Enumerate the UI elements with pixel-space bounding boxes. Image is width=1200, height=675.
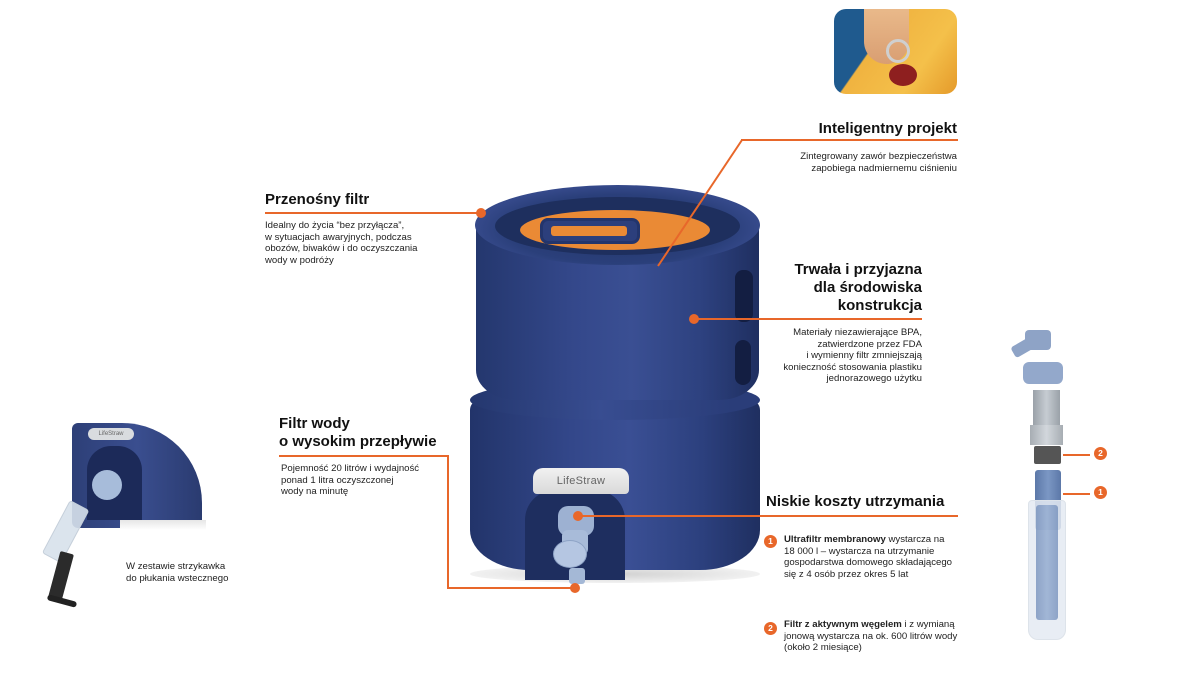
desc-line: w sytuacjach awaryjnych, podczas — [265, 231, 412, 243]
title-line: Trwała i przyjazna — [794, 261, 922, 278]
cartridge-marker-1: 1 — [1094, 486, 1107, 499]
syringe-caption: W zestawie strzykawka do płukania wstecz… — [126, 561, 228, 584]
cartridge-marker-2: 2 — [1094, 447, 1107, 460]
desc-line: jonową wystarcza na ok. 600 litrów wody — [784, 630, 958, 642]
cartridge-leader-1 — [1063, 493, 1090, 495]
mini-brand-label: LifeStraw — [88, 428, 134, 440]
cartridge-leader-2 — [1063, 454, 1090, 456]
caption-line: W zestawie strzykawka — [126, 561, 226, 572]
side-handle-opening — [735, 340, 751, 385]
leader-line-flow-bottom — [447, 587, 575, 589]
marker-badge-1: 1 — [764, 535, 777, 548]
desc-line: wody na minutę — [281, 486, 349, 498]
title-line: Filtr wody — [279, 415, 350, 432]
tap-nozzle — [569, 568, 585, 584]
desc-line: 18 000 l – wystarcza na utrzymanie — [784, 545, 935, 557]
feature-title-durable: Trwała i przyjazna dla środowiska konstr… — [794, 261, 922, 315]
brand-label: LifeStraw — [533, 468, 629, 494]
desc-line: i wymienny filtr zmniejszają — [806, 350, 922, 362]
desc-line: Pojemność 20 litrów i wydajność — [281, 463, 420, 474]
carbon-filter — [1034, 446, 1061, 464]
title-line: konstrukcja — [837, 297, 922, 314]
membrane-core — [1036, 505, 1058, 620]
leader-dot-durable — [689, 314, 699, 324]
cartridge-collar — [1030, 425, 1063, 445]
desc-line: zapobiega nadmiernemu ciśnieniu — [811, 162, 957, 174]
carry-handle-grip — [551, 226, 627, 236]
leader-dot-cost — [573, 511, 583, 521]
desc-line: ponad 1 litra oczyszczonej — [281, 474, 394, 486]
tap-connector — [92, 470, 122, 500]
marker-badge-2: 2 — [764, 622, 777, 635]
side-handle-opening — [735, 270, 753, 322]
cartridge-thread — [1033, 390, 1060, 425]
cost-item-bold: Filtr z aktywnym węgelem — [784, 619, 902, 630]
leader-line-cost — [580, 515, 958, 517]
leader-dot-portable — [476, 208, 486, 218]
cost-item-text: wystarcza na — [885, 534, 945, 545]
feature-title-smart: Inteligentny projekt — [818, 120, 957, 137]
feature-title-flow: Filtr wody o wysokim przepływie — [279, 415, 437, 451]
cost-item-bold: Ultrafiltr membranowy — [784, 534, 886, 545]
cartridge-nut — [1023, 362, 1063, 384]
desc-line: się z 4 osób przez okres 5 lat — [784, 568, 909, 580]
feature-desc-flow: Pojemność 20 litrów i wydajność ponad 1 … — [281, 463, 419, 498]
leader-line-smart-diagonal — [657, 139, 743, 267]
leader-line-durable — [695, 318, 922, 320]
desc-line: obozów, biwaków i do oczyszczania — [265, 243, 418, 255]
desc-line: Idealny do życia “bez przyłącza”, — [265, 220, 405, 231]
cost-item-text: i z wymianą — [901, 619, 955, 630]
feature-desc-portable: Idealny do życia “bez przyłącza”, w sytu… — [265, 220, 418, 266]
leader-line-smart — [741, 139, 958, 141]
title-line: o wysokim przepływie — [279, 433, 437, 450]
leader-dot-flow — [570, 583, 580, 593]
desc-line: (około 2 miesiące) — [784, 642, 862, 654]
desc-line: konieczność stosowania plastiku — [783, 361, 922, 373]
feature-desc-smart: Zintegrowany zawór bezpieczeństwa zapobi… — [800, 151, 957, 174]
cartridge-top-connector — [1025, 330, 1051, 350]
feature-desc-durable: Materiały niezawierające BPA, zatwierdzo… — [783, 327, 922, 385]
feature-title-portable: Przenośny filtr — [265, 191, 370, 208]
leader-line-flow-vertical — [447, 455, 449, 588]
leader-line-flow — [279, 455, 449, 457]
caption-line: do płukania wstecznego — [126, 572, 229, 584]
desc-line: wody w podróży — [265, 254, 334, 266]
leader-line-portable — [265, 212, 480, 214]
desc-line: zatwierdzone przez FDA — [817, 338, 922, 350]
desc-line: jednorazowego użytku — [826, 373, 922, 385]
desc-line: Materiały niezawierające BPA, — [793, 327, 922, 338]
valve-closeup-photo — [834, 9, 957, 94]
cost-item-carbon: Filtr z aktywnym węgelem i z wymianą jon… — [784, 619, 957, 654]
tap-cap — [553, 540, 587, 568]
feature-title-cost: Niskie koszty utrzymania — [766, 493, 945, 510]
desc-line: Zintegrowany zawór bezpieczeństwa — [800, 151, 957, 162]
desc-line: gospodarstwa domowego składającego — [784, 557, 952, 569]
floor-reflection — [120, 520, 206, 530]
safety-valve — [889, 64, 917, 86]
pull-ring — [886, 39, 910, 63]
title-line: dla środowiska — [813, 279, 922, 296]
cost-item-membrane: Ultrafiltr membranowy wystarcza na 18 00… — [784, 534, 952, 580]
